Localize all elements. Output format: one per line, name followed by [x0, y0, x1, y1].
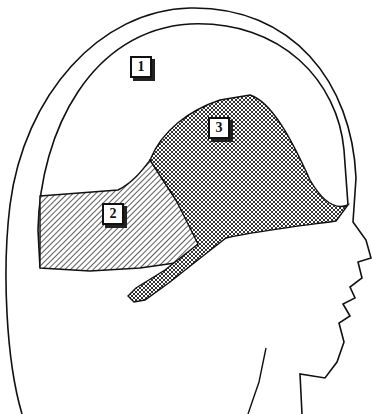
- region-three: [128, 95, 348, 302]
- callout-number: 3: [216, 121, 223, 135]
- jaw-line: [248, 348, 266, 414]
- callout-number: 1: [138, 60, 145, 74]
- callout-box: 2: [102, 203, 124, 225]
- callout-number: 2: [110, 207, 117, 221]
- callout-box: 1: [130, 56, 152, 78]
- callout-box: 3: [208, 117, 230, 139]
- head-outline: [6, 8, 371, 414]
